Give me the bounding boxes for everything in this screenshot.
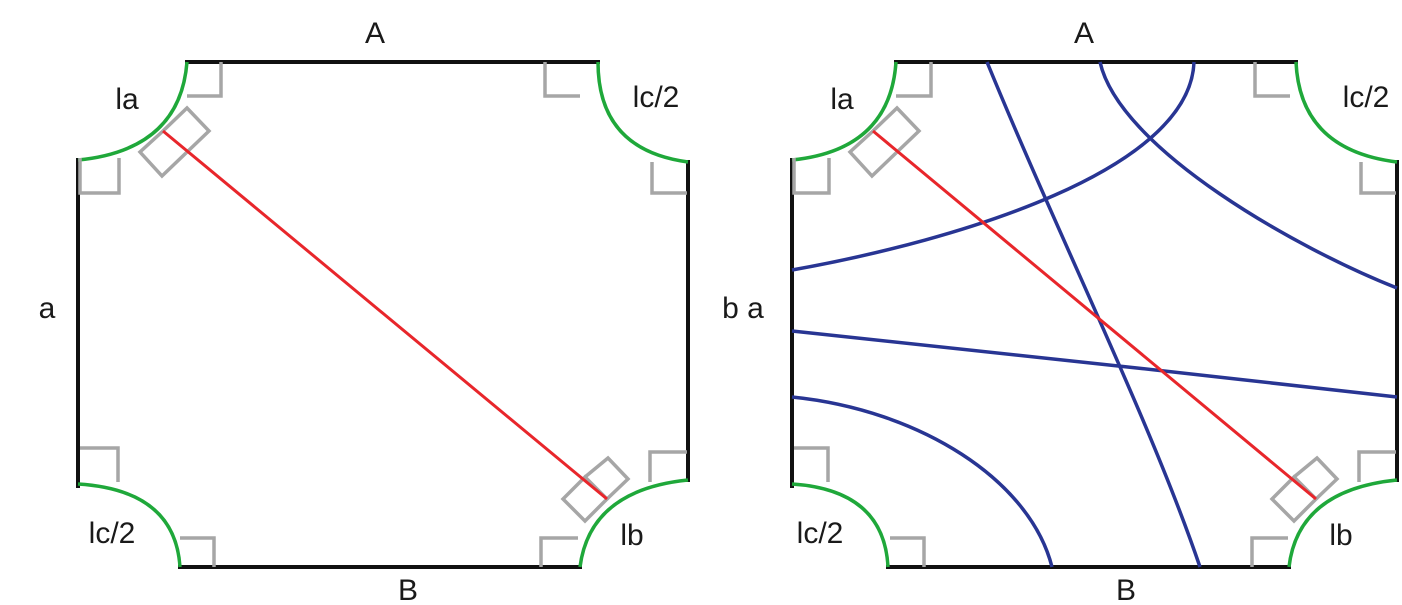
label-lc-top-right: lc/2: [1343, 81, 1390, 114]
left-panel: A B a la lc/2 lc/2 lb: [39, 17, 690, 605]
right-angle-mark: [560, 474, 610, 524]
right-angle-mark: [543, 62, 580, 98]
label-A: A: [1074, 17, 1094, 50]
right-angle-mark: [583, 455, 631, 501]
geodesic-line: [872, 129, 1317, 501]
right-angle-mark: [650, 162, 687, 195]
blue-curve: [1098, 61, 1398, 290]
right-angle-mark: [1292, 455, 1340, 501]
label-B: B: [1116, 574, 1136, 605]
label-la: la: [830, 83, 854, 116]
label-b-a: b a: [722, 292, 764, 325]
right-angle-mark: [1253, 62, 1290, 98]
arc-lb: [578, 478, 689, 568]
arc-lc-bottom-left: [791, 482, 890, 568]
right-angle-mark: [1269, 474, 1319, 524]
label-lc-top-right: lc/2: [633, 81, 680, 114]
blue-curve: [985, 61, 1202, 568]
right-angle-mark: [80, 446, 120, 482]
right-angle-mark: [180, 536, 216, 567]
right-angle-mark: [1359, 162, 1396, 195]
right-angle-mark: [648, 450, 687, 482]
right-angle-mark: [792, 158, 831, 195]
right-angle-mark: [539, 536, 578, 567]
label-A: A: [365, 17, 385, 50]
label-la: la: [115, 83, 139, 116]
label-B: B: [398, 574, 418, 605]
right-angle-mark: [794, 446, 830, 482]
right-angle-mark: [161, 105, 212, 155]
right-angle-mark: [847, 129, 898, 179]
arc-la: [77, 61, 189, 162]
label-lc-bottom-left: lc/2: [797, 517, 844, 550]
arc-la: [791, 61, 898, 162]
right-angle-mark: [1357, 450, 1396, 482]
right-angle-mark: [137, 129, 188, 179]
label-a: a: [39, 292, 56, 325]
right-angle-mark: [871, 105, 922, 155]
arc-lc-bottom-left: [77, 482, 182, 568]
right-angle-mark: [78, 158, 121, 195]
arc-lc-top-right: [596, 61, 689, 164]
label-lb: lb: [620, 519, 643, 552]
blue-curve: [791, 61, 1196, 272]
blue-curve: [791, 395, 1054, 568]
right-angle-mark: [1250, 536, 1288, 567]
label-lb: lb: [1329, 519, 1352, 552]
arc-lc-top-right: [1294, 61, 1398, 164]
right-angle-mark: [896, 62, 933, 98]
label-lc-bottom-left: lc/2: [89, 517, 136, 550]
right-panel: A B b a la lc/2 lc/2 lb: [722, 17, 1399, 605]
right-angle-mark: [890, 536, 926, 567]
geodesic-line: [162, 129, 608, 501]
right-angle-mark: [187, 62, 223, 98]
blue-curve: [791, 329, 1398, 399]
arc-lb: [1287, 478, 1398, 568]
